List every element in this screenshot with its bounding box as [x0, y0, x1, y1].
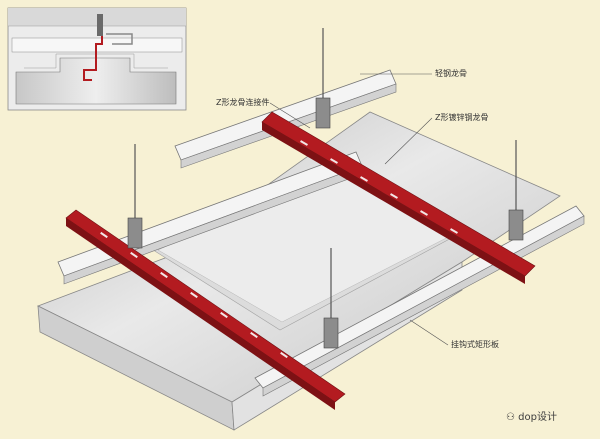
leader-lines — [269, 73, 449, 346]
label-z-connector: Z形龙骨连接件 — [216, 98, 270, 107]
hanger-rods — [134, 28, 517, 322]
watermark-text: dop设计 — [518, 412, 557, 423]
watermark: ⚇ dop设计 — [506, 408, 557, 423]
label-hook-panel: 挂钩式矩形板 — [451, 340, 499, 349]
label-light-steel-keel: 轻钢龙骨 — [435, 69, 467, 78]
z-galvanized-keel-back — [261, 111, 536, 284]
keel-slots — [100, 140, 458, 359]
section-detail-inset — [7, 7, 187, 111]
z-keel-connectors — [127, 97, 524, 349]
z-galvanized-keel-front — [65, 209, 346, 410]
wechat-icon: ⚇ — [506, 412, 515, 423]
label-z-galvanized-keel: Z形镀锌钢龙骨 — [435, 113, 489, 122]
